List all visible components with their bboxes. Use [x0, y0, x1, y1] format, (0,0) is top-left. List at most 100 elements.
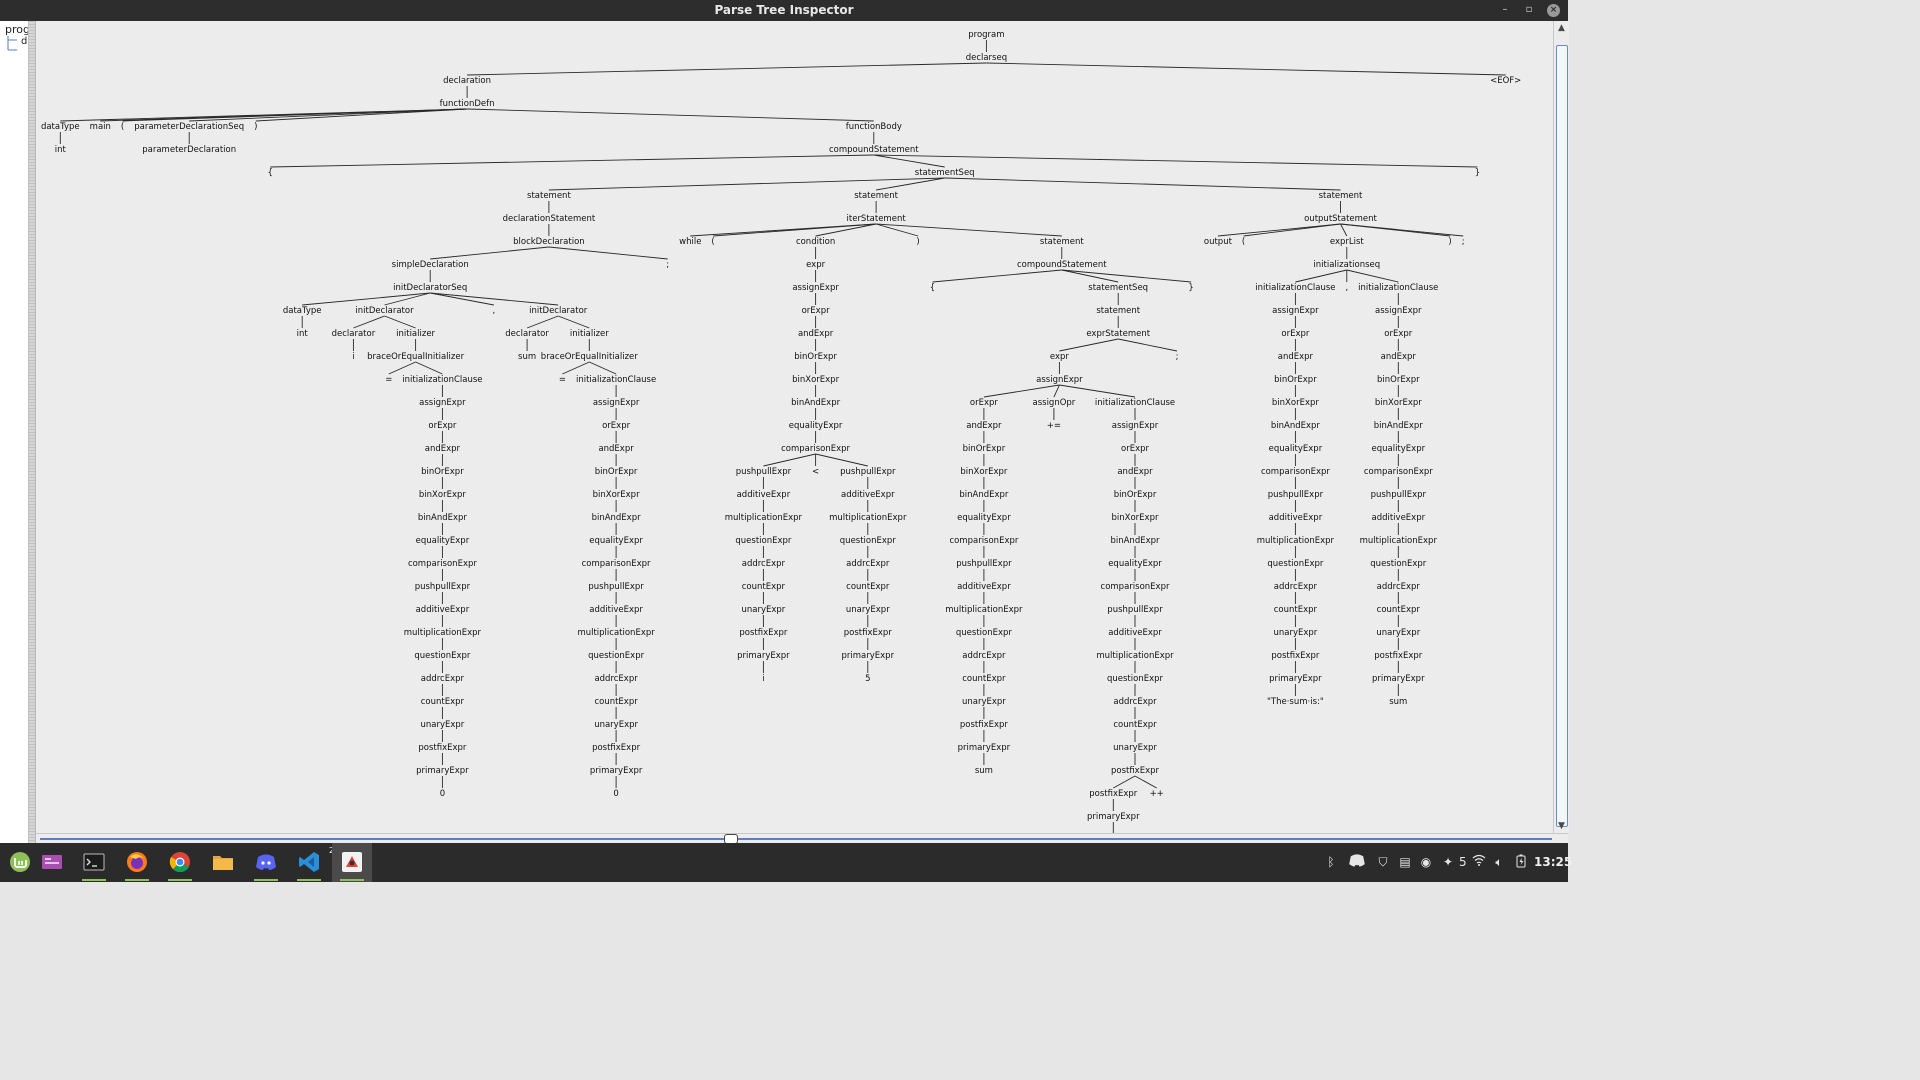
node-addrcexpr[interactable]: addrcExpr — [1377, 582, 1421, 592]
node-exprstatement[interactable]: exprStatement — [1086, 329, 1150, 339]
node-comparisonexpr[interactable]: comparisonExpr — [781, 444, 850, 454]
vertical-scroll-thumb[interactable] — [1556, 45, 1568, 827]
node-initializationclause[interactable]: initializationClause — [1095, 398, 1175, 408]
node-unaryexpr[interactable]: unaryExpr — [846, 605, 890, 615]
node-additiveexpr[interactable]: additiveExpr — [589, 605, 643, 615]
node-binxorexpr[interactable]: binXorExpr — [1112, 513, 1159, 523]
node-questionexpr[interactable]: questionExpr — [735, 536, 792, 546]
node-multiplicationexpr[interactable]: multiplicationExpr — [577, 628, 655, 638]
node-initdeclaratorseq[interactable]: initDeclaratorSeq — [393, 283, 467, 293]
node-unaryexpr[interactable]: unaryExpr — [962, 697, 1006, 707]
node-andexpr[interactable]: andExpr — [598, 444, 634, 454]
node-equalityexpr[interactable]: equalityExpr — [1371, 444, 1425, 454]
node-countexpr[interactable]: countExpr — [1113, 720, 1157, 730]
node-symbol[interactable]: < — [812, 467, 819, 477]
node-symbol[interactable]: ( — [711, 237, 714, 247]
node-questionexpr[interactable]: questionExpr — [840, 536, 897, 546]
node-int[interactable]: int — [55, 145, 67, 155]
node-int[interactable]: int — [297, 329, 309, 339]
node-binorexpr[interactable]: binOrExpr — [1274, 375, 1317, 385]
node-compoundstatement[interactable]: compoundStatement — [829, 145, 919, 155]
node-binandexpr[interactable]: binAndExpr — [418, 513, 468, 523]
scroll-down-icon[interactable]: ▼ — [1558, 821, 1565, 831]
node-comparisonexpr[interactable]: comparisonExpr — [1364, 467, 1433, 477]
node-initializationclause[interactable]: initializationClause — [1255, 283, 1335, 293]
node-multiplicationexpr[interactable]: multiplicationExpr — [1257, 536, 1335, 546]
node-binandexpr[interactable]: binAndExpr — [1374, 421, 1424, 431]
discord-button[interactable] — [246, 843, 286, 882]
node-additiveexpr[interactable]: additiveExpr — [416, 605, 470, 615]
node-main[interactable]: main — [90, 122, 111, 132]
node-eof[interactable]: <EOF> — [1490, 76, 1521, 86]
node-addrcexpr[interactable]: addrcExpr — [846, 559, 890, 569]
terminal-button[interactable] — [74, 843, 114, 882]
node-braceorequalinitializer[interactable]: braceOrEqualInitializer — [541, 352, 638, 362]
node-initializationclause[interactable]: initializationClause — [402, 375, 482, 385]
node-sum[interactable]: sum — [518, 352, 536, 362]
node-primaryexpr[interactable]: primaryExpr — [1372, 674, 1425, 684]
node-postfixexpr[interactable]: postfixExpr — [1374, 651, 1423, 661]
node-orexpr[interactable]: orExpr — [1121, 444, 1149, 454]
node-multiplicationexpr[interactable]: multiplicationExpr — [945, 605, 1023, 615]
mint-menu-button[interactable] — [0, 843, 40, 882]
node-assignexpr[interactable]: assignExpr — [593, 398, 640, 408]
node-initdeclarator[interactable]: initDeclarator — [355, 306, 414, 316]
node-additiveexpr[interactable]: additiveExpr — [737, 490, 791, 500]
node-symbol[interactable]: ) — [916, 237, 919, 247]
node-multiplicationexpr[interactable]: multiplicationExpr — [1096, 651, 1174, 661]
node-comparisonexpr[interactable]: comparisonExpr — [582, 559, 651, 569]
node-declaration[interactable]: declaration — [443, 76, 491, 86]
node-exprlist[interactable]: exprList — [1330, 237, 1365, 247]
outline-child-item[interactable]: d — [21, 36, 28, 47]
node-initializationclause[interactable]: initializationClause — [1358, 283, 1438, 293]
node-postfixexpr[interactable]: postfixExpr — [1271, 651, 1320, 661]
node-andexpr[interactable]: andExpr — [425, 444, 461, 454]
node-postfixexpr[interactable]: postfixExpr — [1089, 789, 1138, 799]
node-unaryexpr[interactable]: unaryExpr — [1113, 743, 1157, 753]
node-equalityexpr[interactable]: equalityExpr — [416, 536, 470, 546]
node-orexpr[interactable]: orExpr — [802, 306, 830, 316]
node-symbol[interactable]: ) — [254, 122, 257, 132]
vscode-button[interactable] — [289, 843, 329, 882]
node-pushpullexpr[interactable]: pushpullExpr — [1107, 605, 1163, 615]
node-addrcexpr[interactable]: addrcExpr — [594, 674, 638, 684]
node-simpledeclaration[interactable]: simpleDeclaration — [392, 260, 469, 270]
node-multiplicationexpr[interactable]: multiplicationExpr — [725, 513, 803, 523]
node-unaryexpr[interactable]: unaryExpr — [741, 605, 785, 615]
node-symbol[interactable]: ; — [1176, 352, 1179, 362]
node-symbol[interactable]: } — [1188, 283, 1193, 293]
node-comparisonexpr[interactable]: comparisonExpr — [1261, 467, 1330, 477]
node-comparisonexpr[interactable]: comparisonExpr — [1101, 582, 1170, 592]
node-postfixexpr[interactable]: postfixExpr — [418, 743, 467, 753]
node-binorexpr[interactable]: binOrExpr — [794, 352, 837, 362]
node-multiplicationexpr[interactable]: multiplicationExpr — [404, 628, 482, 638]
node-binxorexpr[interactable]: binXorExpr — [960, 467, 1007, 477]
node-parameterdeclaration[interactable]: parameterDeclaration — [142, 145, 236, 155]
node-binorexpr[interactable]: binOrExpr — [1377, 375, 1420, 385]
node-orexpr[interactable]: orExpr — [970, 398, 998, 408]
node-pushpullexpr[interactable]: pushpullExpr — [1371, 490, 1427, 500]
node-statement[interactable]: statement — [1319, 191, 1363, 201]
node-binorexpr[interactable]: binOrExpr — [595, 467, 638, 477]
node-output[interactable]: output — [1204, 237, 1233, 247]
node-0[interactable]: 0 — [613, 789, 618, 799]
node-compoundstatement[interactable]: compoundStatement — [1017, 260, 1107, 270]
node-statement[interactable]: statement — [1096, 306, 1140, 316]
node-binandexpr[interactable]: binAndExpr — [959, 490, 1009, 500]
node-5[interactable]: 5 — [865, 674, 870, 684]
node-andexpr[interactable]: andExpr — [1278, 352, 1314, 362]
clipboard-icon[interactable]: ▤ — [1399, 855, 1411, 869]
node-binandexpr[interactable]: binAndExpr — [1271, 421, 1321, 431]
node-primaryexpr[interactable]: primaryExpr — [590, 766, 643, 776]
node-postfixexpr[interactable]: postfixExpr — [844, 628, 893, 638]
node-the-sum-is[interactable]: "The·sum·is:" — [1267, 697, 1324, 707]
node-additiveexpr[interactable]: additiveExpr — [1108, 628, 1162, 638]
minimize-button[interactable]: – — [1502, 4, 1508, 15]
node-binandexpr[interactable]: binAndExpr — [592, 513, 642, 523]
node-binorexpr[interactable]: binOrExpr — [1114, 490, 1157, 500]
node-program[interactable]: program — [968, 30, 1004, 40]
node-binxorexpr[interactable]: binXorExpr — [593, 490, 640, 500]
node-symbol[interactable]: } — [1475, 168, 1480, 178]
node-countexpr[interactable]: countExpr — [742, 582, 786, 592]
node-declarationstatement[interactable]: declarationStatement — [503, 214, 596, 224]
